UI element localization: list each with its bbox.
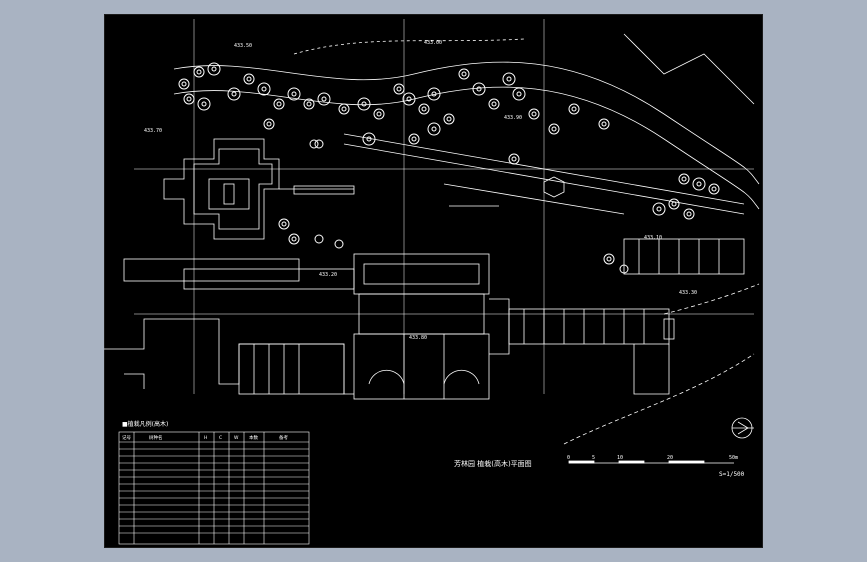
svg-text:本数: 本数 — [249, 434, 258, 441]
svg-text:433.50: 433.50 — [234, 43, 252, 49]
elevation-labels: 433.00 433.50 433.70 433.90 433.10 433.3… — [144, 40, 697, 341]
road-edge-lower — [173, 86, 760, 210]
legend-table: ■植栽凡例(高木) 记号 树种名 H — [118, 420, 310, 545]
svg-text:5: 5 — [592, 455, 595, 461]
contour-2 — [663, 283, 760, 315]
legend-headers: 记号 树种名 H C W 本数 备考 — [122, 434, 288, 441]
svg-text:433.20: 433.20 — [319, 272, 337, 278]
corridor-wall — [104, 258, 355, 395]
stream-edge-1 — [343, 133, 745, 205]
svg-text:20: 20 — [667, 455, 673, 461]
cad-viewport[interactable]: 433.00 433.50 433.70 433.90 433.10 433.3… — [104, 14, 763, 548]
svg-text:50m: 50m — [729, 455, 738, 461]
right-complex — [489, 238, 745, 395]
svg-text:433.70: 433.70 — [144, 128, 162, 134]
svg-text:433.30: 433.30 — [679, 290, 697, 296]
stream-edge-2 — [343, 143, 745, 215]
hexagon-pavilion — [543, 176, 565, 198]
drawing-title: 芳林园 植栽(高木)平面图 — [454, 459, 532, 468]
svg-text:433.00: 433.00 — [424, 40, 442, 46]
temple-building — [163, 138, 355, 240]
scale-bar-ticks: 0 5 10 20 50m — [567, 455, 738, 461]
svg-text:W: W — [234, 435, 239, 441]
stream-edge-3 — [443, 183, 625, 215]
scale-bar — [568, 460, 734, 464]
central-gate — [353, 253, 490, 400]
road-boundary-right — [623, 33, 755, 105]
svg-text:H: H — [204, 435, 207, 441]
svg-text:433.90: 433.90 — [504, 115, 522, 121]
path-curve — [293, 38, 525, 55]
drawing-border — [104, 14, 763, 548]
scale-label: S=1/500 — [719, 471, 745, 478]
svg-text:0: 0 — [567, 455, 570, 461]
svg-text:433.10: 433.10 — [644, 235, 662, 241]
legend-title: ■植栽凡例(高木) — [122, 420, 168, 428]
north-arrow-icon — [731, 417, 754, 439]
road-edge-upper — [173, 61, 760, 185]
svg-text:树种名: 树种名 — [149, 434, 163, 441]
svg-text:C: C — [219, 435, 222, 441]
svg-text:备考: 备考 — [279, 434, 288, 441]
site-plan-drawing: 433.00 433.50 433.70 433.90 433.10 433.3… — [104, 14, 763, 548]
svg-text:记号: 记号 — [122, 434, 131, 441]
svg-text:10: 10 — [617, 455, 623, 461]
svg-text:433.80: 433.80 — [409, 335, 427, 341]
tree-symbols — [178, 62, 720, 274]
contour-1 — [563, 353, 755, 445]
